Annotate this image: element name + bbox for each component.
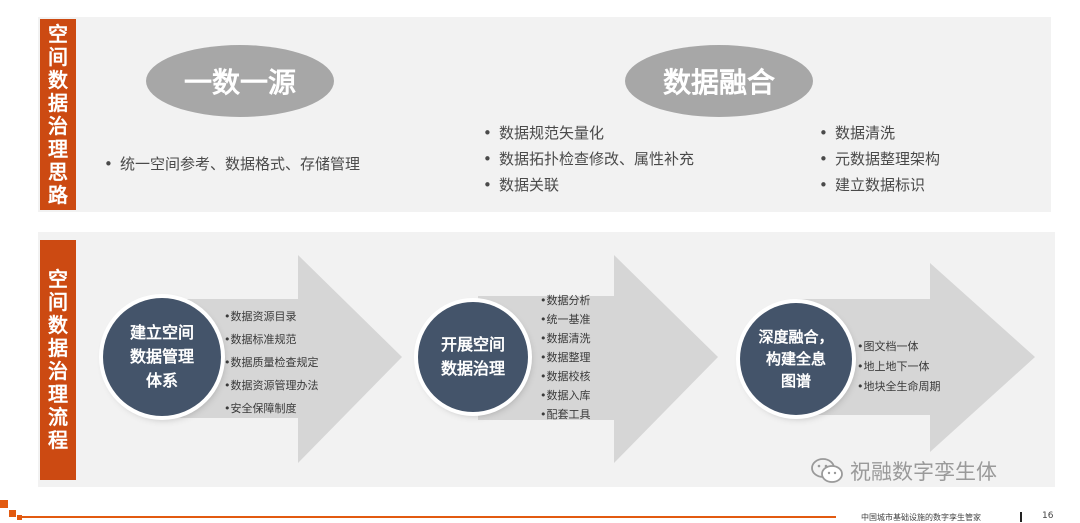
circle-line: 建立空间	[129, 323, 194, 342]
process-tab-label: 空间数据治理流程	[48, 267, 68, 452]
list-item: 建立数据标识	[819, 172, 940, 198]
step-circle-2: 开展空间 数据治理	[418, 302, 528, 412]
fusion-list-b: 数据清洗 元数据整理架构 建立数据标识	[819, 120, 940, 198]
list-item: 数据质量检查规定	[224, 351, 319, 374]
list-item: 统一基准	[540, 310, 591, 329]
data-fusion-oval: 数据融合	[625, 45, 813, 117]
one-source-oval: 一数一源	[146, 45, 334, 117]
footer-square	[17, 515, 22, 520]
step-circle-3: 深度融合， 构建全息 图谱	[740, 303, 852, 415]
list-item: 地块全生命周期	[857, 377, 941, 397]
list-item: 地上地下一体	[857, 357, 941, 377]
step-1-list: 数据资源目录 数据标准规范 数据质量检查规定 数据资源管理办法 安全保障制度	[224, 305, 319, 420]
footer-divider	[1020, 512, 1022, 522]
page-number: 16	[1042, 511, 1054, 521]
step-2-list: 数据分析 统一基准 数据清洗 数据整理 数据校核 数据入库 配套工具	[540, 291, 591, 424]
step-circle-1: 建立空间 数据管理 体系	[103, 298, 221, 416]
list-item: 数据关联	[483, 172, 694, 198]
footer-text: 中国城市基础设施的数字孪生管家	[861, 513, 981, 522]
watermark: 祝融数字孪生体	[810, 456, 997, 486]
list-item: 数据入库	[540, 386, 591, 405]
circle-line: 开展空间	[440, 335, 505, 354]
fusion-list-a: 数据规范矢量化 数据拓扑检查修改、属性补充 数据关联	[483, 120, 694, 198]
step-arrow-2	[478, 255, 718, 463]
circle-line: 深度融合，	[758, 328, 834, 346]
list-item: 图文档一体	[857, 337, 941, 357]
one-source-label: 一数一源	[183, 66, 296, 99]
step-3-list: 图文档一体 地上地下一体 地块全生命周期	[857, 337, 941, 397]
process-tab: 空间数据治理流程	[40, 240, 76, 480]
list-item: 统一空间参考、数据格式、存储管理	[104, 151, 360, 177]
list-item: 数据清洗	[819, 120, 940, 146]
circle-line: 体系	[145, 371, 178, 390]
list-item: 数据规范矢量化	[483, 120, 694, 146]
wechat-icon	[811, 458, 843, 483]
watermark-text: 祝融数字孪生体	[850, 460, 997, 484]
circle-line: 数据管理	[129, 347, 194, 366]
list-item: 数据标准规范	[224, 328, 319, 351]
footer-square	[0, 500, 8, 508]
footer-square	[9, 510, 16, 517]
list-item: 数据分析	[540, 291, 591, 310]
list-item: 元数据整理架构	[819, 146, 940, 172]
list-item: 配套工具	[540, 405, 591, 424]
footer-line	[22, 516, 836, 518]
data-fusion-label: 数据融合	[662, 66, 775, 99]
circle-line: 构建全息	[765, 350, 826, 368]
circle-line: 图谱	[780, 372, 811, 390]
list-item: 数据资源目录	[224, 305, 319, 328]
list-item: 数据清洗	[540, 329, 591, 348]
list-item: 数据整理	[540, 348, 591, 367]
thinking-tab-label: 空间数据治理思路	[48, 21, 68, 207]
thinking-tab: 空间数据治理思路	[40, 19, 76, 210]
circle-line: 数据治理	[440, 359, 505, 378]
list-item: 数据校核	[540, 367, 591, 386]
list-item: 数据拓扑检查修改、属性补充	[483, 146, 694, 172]
list-item: 数据资源管理办法	[224, 374, 319, 397]
one-source-list: 统一空间参考、数据格式、存储管理	[104, 151, 360, 177]
list-item: 安全保障制度	[224, 397, 319, 420]
